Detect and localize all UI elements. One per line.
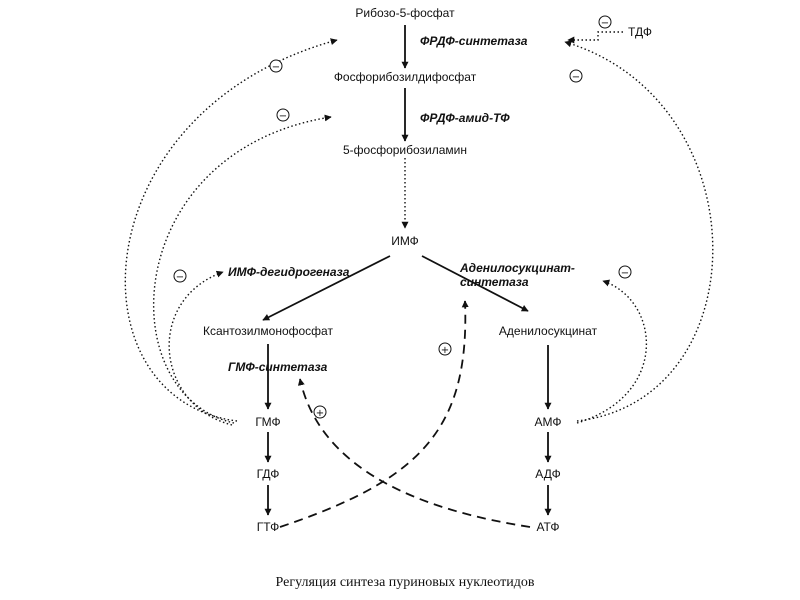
arrow-imp-to-xmp bbox=[262, 255, 391, 321]
node-gmp: ГМФ bbox=[255, 415, 280, 429]
node-ribose-5-phosphate: Рибозо-5-фосфат bbox=[355, 6, 455, 20]
minus-sign-gmp-amidotransferase: − bbox=[276, 108, 290, 122]
node-amp: АМФ bbox=[535, 415, 562, 429]
enzyme-adenylosuccinate-synthetase-line2: синтетаза bbox=[460, 275, 529, 289]
node-phosphoribosylamine: 5-фосфорибозиламин bbox=[343, 143, 467, 157]
feedback-gmp-to-prpp-synthetase bbox=[124, 38, 338, 422]
enzyme-gmp-synthetase: ГМФ-синтетаза bbox=[228, 360, 328, 374]
svg-text:−: − bbox=[279, 111, 287, 122]
arrow-imp-to-adenylosuccinate bbox=[421, 255, 529, 312]
svg-text:−: − bbox=[272, 62, 280, 73]
svg-text:−: − bbox=[601, 18, 609, 29]
feedback-amp-to-prpp-synthetase bbox=[564, 40, 714, 422]
node-prpp: Фосфорибозилдифосфат bbox=[334, 70, 477, 84]
minus-sign-gmp-imp-dehydrogenase: − bbox=[173, 269, 187, 283]
svg-text:+: + bbox=[441, 345, 449, 356]
activation-gtp-to-adenylosuccinate-synthetase bbox=[279, 300, 469, 528]
svg-text:+: + bbox=[316, 408, 324, 419]
minus-sign-amp-adenylosuccinate-synthetase: − bbox=[618, 265, 632, 279]
enzyme-imp-dehydrogenase: ИМФ-дегидрогеназа bbox=[228, 265, 350, 279]
feedback-gmp-to-imp-dehydrogenase bbox=[168, 270, 233, 426]
node-adp: АДФ bbox=[535, 467, 560, 481]
minus-sign-tdp: − bbox=[598, 15, 612, 29]
svg-text:−: − bbox=[572, 72, 580, 83]
svg-text:−: − bbox=[621, 268, 629, 279]
figure-caption: Регуляция синтеза пуриновых нуклеотидов bbox=[276, 575, 535, 590]
plus-sign-atp-activation: + bbox=[313, 405, 327, 419]
activation-atp-to-gmp-synthetase bbox=[297, 378, 531, 528]
node-gdp: ГДФ bbox=[257, 467, 280, 481]
enzyme-prpp-amidotransferase: ФРДФ-амид-ТФ bbox=[420, 111, 510, 125]
minus-sign-gmp-prpp-synthetase: − bbox=[269, 59, 283, 73]
feedback-tdp-to-prpp-synthetase bbox=[567, 31, 623, 44]
node-adenylosuccinate: Аденилосукцинат bbox=[499, 324, 598, 338]
node-imp: ИМФ bbox=[391, 234, 419, 248]
enzyme-adenylosuccinate-synthetase-line1: Аденилосукцинат- bbox=[459, 261, 575, 275]
enzyme-prpp-synthetase: ФРДФ-синтетаза bbox=[420, 34, 528, 48]
node-gtp: ГТФ bbox=[257, 520, 280, 534]
svg-text:−: − bbox=[176, 272, 184, 283]
plus-sign-gtp-activation: + bbox=[438, 342, 452, 356]
node-xmp: Ксантозилмонофосфат bbox=[203, 324, 333, 338]
node-atp: АТФ bbox=[536, 520, 559, 534]
feedback-amp-to-adenylosuccinate-synthetase bbox=[576, 279, 647, 424]
minus-sign-amp-prpp-synthetase: − bbox=[569, 69, 583, 83]
node-tdp: ТДФ bbox=[628, 25, 652, 39]
